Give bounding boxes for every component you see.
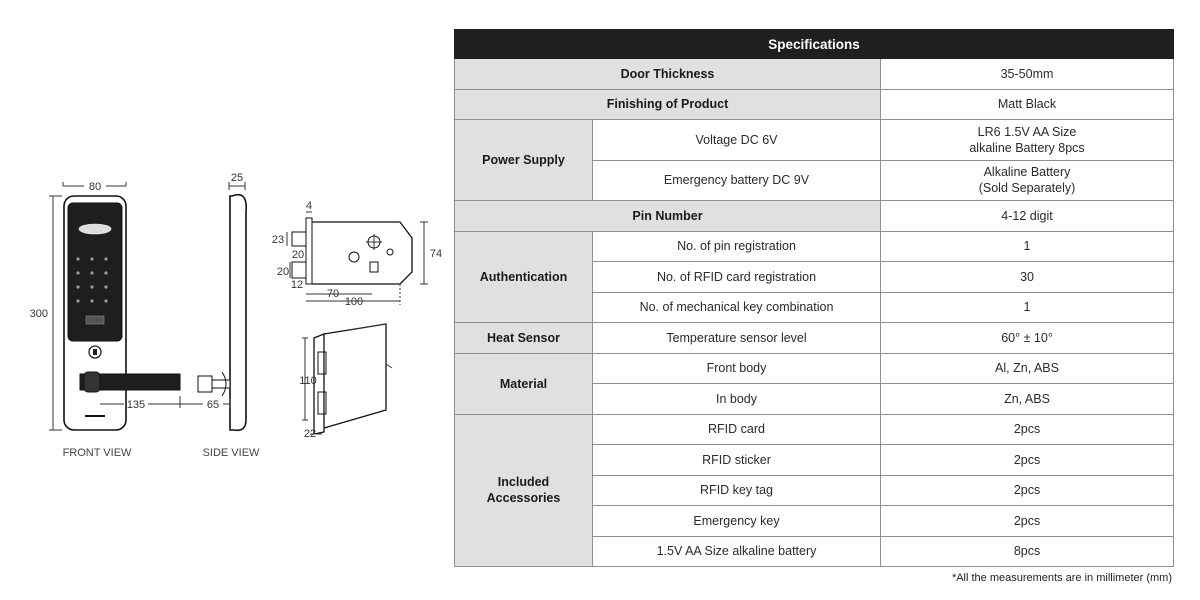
mortise-drawing (286, 211, 428, 305)
dim-mortise-100: 100 (345, 296, 363, 308)
measurement-note: *All the measurements are in millimeter … (951, 572, 1172, 584)
voltage-value-line1: LR6 1.5V AA Size (977, 124, 1077, 139)
auth-item-label: No. of RFID card registration (592, 261, 881, 293)
dim-mortise-20b: 20 (277, 266, 289, 278)
accessories-label: Included Accessories (454, 413, 593, 567)
table-title: Specifications (453, 29, 1175, 59)
dim-mortise-20a: 20 (292, 249, 304, 261)
door-thickness-value: 35-50mm (879, 58, 1175, 90)
pin-number-label: Pin Number (454, 200, 881, 232)
dim-mortise-74: 74 (430, 248, 442, 260)
accessory-item-value: 2pcs (879, 474, 1175, 506)
auth-item-value: 1 (879, 291, 1175, 323)
technical-drawings: 80 300 135 25 65 4 23 20 20 12 74 70 100… (0, 0, 450, 600)
emergency-value-line2: (Sold Separately) (978, 181, 1076, 196)
dim-mortise-12: 12 (291, 279, 303, 291)
heat-sensor-label: Heat Sensor (454, 322, 593, 354)
emergency-value-line1: Alkaline Battery (983, 165, 1071, 180)
table-row: No. of RFID card registration 30 (455, 261, 1175, 293)
table-row: Finishing of Product Matt Black (454, 88, 1175, 120)
table-row: Heat Sensor Temperature sensor level 60°… (454, 322, 1175, 354)
dim-mortise-70: 70 (327, 288, 339, 300)
pin-number-value: 4-12 digit (879, 200, 1175, 232)
material-item-label: In body (592, 383, 881, 415)
material-item-value: Zn, ABS (879, 383, 1175, 415)
accessory-item-label: RFID card (592, 413, 881, 445)
table-row: In body Zn, ABS (455, 383, 1175, 415)
dim-faceplate-110: 110 (299, 375, 317, 387)
authentication-label: Authentication (454, 230, 593, 323)
material-label: Material (454, 352, 593, 415)
table-row: Included Accessories RFID card 2pcs (454, 413, 1175, 567)
dim-faceplate-22: 22 (304, 428, 316, 440)
accessory-item-label: RFID sticker (592, 444, 881, 476)
accessory-item-value: 2pcs (879, 444, 1175, 476)
table-row: Door Thickness 35-50mm (454, 58, 1175, 90)
door-thickness-label: Door Thickness (454, 58, 881, 90)
emergency-battery-value: Alkaline Battery (Sold Separately) (879, 159, 1175, 201)
heat-sensor-value: 60° ± 10° (879, 322, 1175, 354)
accessory-item-value: 2pcs (879, 413, 1175, 445)
accessory-item-value: 8pcs (879, 535, 1175, 567)
table-row: RFID key tag 2pcs (455, 474, 1175, 506)
table-row: Authentication No. of pin registration 1 (454, 230, 1175, 323)
table-row: No. of mechanical key combination 1 (455, 291, 1175, 323)
dim-front-width: 80 (89, 181, 101, 193)
auth-item-label: No. of mechanical key combination (592, 291, 881, 323)
drawing-canvas: 80 300 135 25 65 4 23 20 20 12 74 70 100… (30, 172, 442, 459)
dim-side-handle: 65 (207, 399, 219, 411)
voltage-value: LR6 1.5V AA Size alkaline Battery 8pcs (879, 119, 1175, 161)
front-view-caption: FRONT VIEW (63, 447, 132, 459)
accessories-label-line2: Accessories (486, 491, 561, 506)
side-view-caption: SIDE VIEW (203, 447, 260, 459)
specifications-table: Specifications Door Thickness 35-50mm Fi… (453, 29, 1175, 567)
voltage-label: Voltage DC 6V (592, 119, 881, 161)
table-row: Emergency key 2pcs (455, 505, 1175, 537)
accessory-item-label: Emergency key (592, 505, 881, 537)
dim-front-height: 300 (30, 308, 48, 320)
table-row: Pin Number 4-12 digit (454, 200, 1175, 232)
power-supply-label: Power Supply (454, 119, 593, 201)
dim-side-depth: 25 (231, 172, 243, 184)
auth-item-value: 30 (879, 261, 1175, 293)
accessory-item-label: RFID key tag (592, 474, 881, 506)
voltage-value-line2: alkaline Battery 8pcs (969, 140, 1085, 155)
finishing-value: Matt Black (879, 88, 1175, 120)
material-item-label: Front body (592, 352, 881, 384)
accessory-item-value: 2pcs (879, 505, 1175, 537)
material-item-value: Al, Zn, ABS (879, 352, 1175, 384)
dim-mortise-23: 23 (272, 234, 284, 246)
table-row: Material Front body Al, Zn, ABS (454, 352, 1175, 415)
auth-item-value: 1 (879, 230, 1175, 262)
table-row: Power Supply Voltage DC 6V LR6 1.5V AA S… (454, 119, 1175, 201)
table-row: 1.5V AA Size alkaline battery 8pcs (455, 535, 1175, 567)
faceplate-drawing (302, 323, 393, 435)
auth-item-label: No. of pin registration (592, 230, 881, 262)
front-view-drawing (49, 182, 181, 431)
finishing-label: Finishing of Product (454, 88, 881, 120)
dim-handle-length: 135 (127, 399, 145, 411)
table-header-row: Specifications (453, 29, 1175, 59)
side-view-drawing (180, 182, 248, 432)
emergency-battery-label: Emergency battery DC 9V (592, 159, 881, 201)
accessory-item-label: 1.5V AA Size alkaline battery (592, 535, 881, 567)
dim-mortise-4: 4 (306, 200, 312, 212)
table-row: Emergency battery DC 9V Alkaline Battery… (455, 159, 1175, 201)
accessories-label-line1: Included (497, 475, 550, 490)
heat-sensor-sub-label: Temperature sensor level (592, 322, 881, 354)
